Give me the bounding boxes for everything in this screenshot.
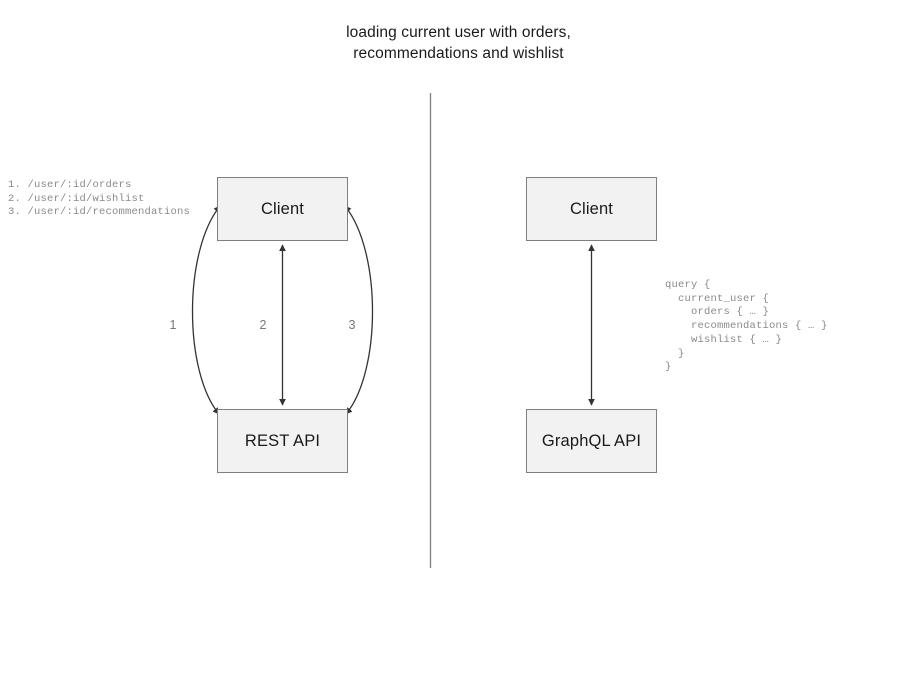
page-title-line-1: loading current user with orders, [346, 24, 571, 41]
node-rest-api[interactable]: REST API [217, 409, 348, 473]
rest-connector-1 [191, 205, 221, 415]
graphql-query-annotation: query { current_user { orders { … } reco… [665, 279, 828, 374]
node-graphql-api[interactable]: GraphQL API [526, 409, 657, 473]
node-graphql-client[interactable]: Client [526, 177, 657, 241]
edge-label-1: 1 [169, 318, 177, 332]
edge-label-3: 3 [348, 318, 356, 332]
node-graphql-api-label: GraphQL API [541, 431, 642, 450]
node-rest-api-label: REST API [244, 431, 321, 450]
node-graphql-client-label: Client [569, 199, 614, 218]
page-title-line-2: recommendations and wishlist [353, 45, 564, 62]
node-rest-client-label: Client [260, 199, 305, 218]
rest-endpoints-annotation: 1. /user/:id/orders 2. /user/:id/wishlis… [8, 179, 191, 219]
page-title: loading current user with orders, recomm… [0, 22, 917, 64]
edge-label-2: 2 [259, 318, 267, 332]
node-rest-client[interactable]: Client [217, 177, 348, 241]
rest-connector-3 [344, 205, 374, 415]
